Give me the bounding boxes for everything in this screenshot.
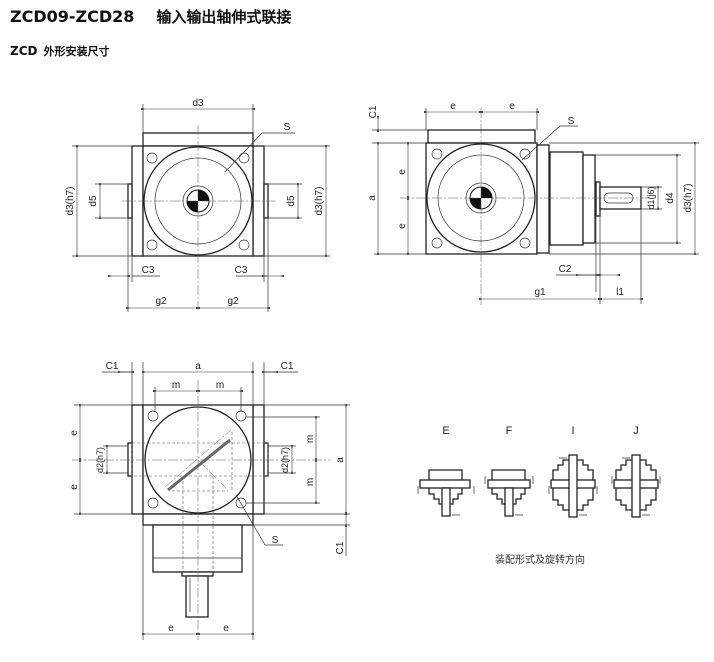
dim-c3-right: C3 xyxy=(235,265,248,276)
dim-g2-right: g2 xyxy=(227,296,239,307)
dim-s: S xyxy=(272,535,279,546)
dim-g2-left: g2 xyxy=(155,296,167,307)
form-label: F xyxy=(506,425,513,437)
dim-g1: g1 xyxy=(534,287,546,298)
dim-c2: C2 xyxy=(559,264,572,275)
assembly-form-i: I xyxy=(548,425,598,518)
series-name: ZCD xyxy=(10,44,38,58)
dim-m-right-lower: m xyxy=(305,478,316,486)
top-view: a C1 C1 m m e e d2(h7) d2(h7) m m a C1 S… xyxy=(69,361,350,640)
page-title: ZCD09-ZCD28 输入输出轴伸式联接 xyxy=(10,6,291,27)
dim-d5-right: d5 xyxy=(286,195,297,207)
dim-d3-h7: d3(h7) xyxy=(683,184,694,213)
form-label: J xyxy=(633,425,639,437)
form-label: I xyxy=(571,425,574,437)
dim-d3-h7-right: d3(h7) xyxy=(314,187,325,216)
dim-e-left-lower: e xyxy=(69,484,80,490)
dim-d5-left: d5 xyxy=(88,195,99,207)
dim-e-top-left: e xyxy=(450,101,456,112)
assembly-forms: E F I J 装配形式及旋转方向 xyxy=(417,425,661,566)
dim-c1-bottom: C1 xyxy=(335,541,346,554)
dim-a-right: a xyxy=(335,457,346,463)
dim-d1-j6: d1(j6) xyxy=(646,186,656,209)
assembly-form-j: J xyxy=(611,425,661,518)
dim-m-right: m xyxy=(216,380,224,391)
dim-d2-h7-right: d2(h7) xyxy=(280,447,290,473)
dim-d2-h7-left: d2(h7) xyxy=(95,447,105,473)
title-cn: 输入输出轴伸式联接 xyxy=(156,8,292,26)
dim-d3-h7-left: d3(h7) xyxy=(65,187,76,216)
dim-a: a xyxy=(367,195,378,201)
dim-e-bottom-left: e xyxy=(168,623,174,634)
side-view: e e C1 a e e S d1(j6) d4 d3(h7) C2 g1 l1 xyxy=(367,101,699,305)
dim-e-top-right: e xyxy=(509,101,515,112)
dim-m-right-upper: m xyxy=(305,435,316,443)
assembly-caption: 装配形式及旋转方向 xyxy=(495,553,585,566)
dim-c1-left: C1 xyxy=(106,361,119,372)
dim-c1: C1 xyxy=(368,105,379,118)
dim-d3: d3 xyxy=(192,98,204,109)
dim-s: S xyxy=(568,116,575,127)
dim-a-top: a xyxy=(195,361,201,372)
front-view: d3 S d3(h7) d3(h7) d5 d5 C3 C3 g2 g2 xyxy=(65,98,330,312)
dim-c1-right: C1 xyxy=(281,361,294,372)
dim-e-left-upper: e xyxy=(69,430,80,436)
dim-l1: l1 xyxy=(616,287,624,298)
dim-e-left-lower: e xyxy=(397,223,408,229)
dim-m-left: m xyxy=(172,380,180,391)
assembly-form-f: F xyxy=(484,425,534,517)
dim-c3-left: C3 xyxy=(142,265,155,276)
form-label: E xyxy=(442,425,449,437)
section-title-cn: 外形安装尺寸 xyxy=(43,45,110,58)
dim-e-left-upper: e xyxy=(397,169,408,175)
section-heading: ZCD 外形安装尺寸 xyxy=(10,43,109,59)
dim-d4: d4 xyxy=(665,192,676,204)
dim-e-bottom-right: e xyxy=(223,623,229,634)
assembly-form-e: E xyxy=(417,425,475,517)
dim-s: S xyxy=(284,122,291,133)
model-range: ZCD09-ZCD28 xyxy=(10,7,135,26)
